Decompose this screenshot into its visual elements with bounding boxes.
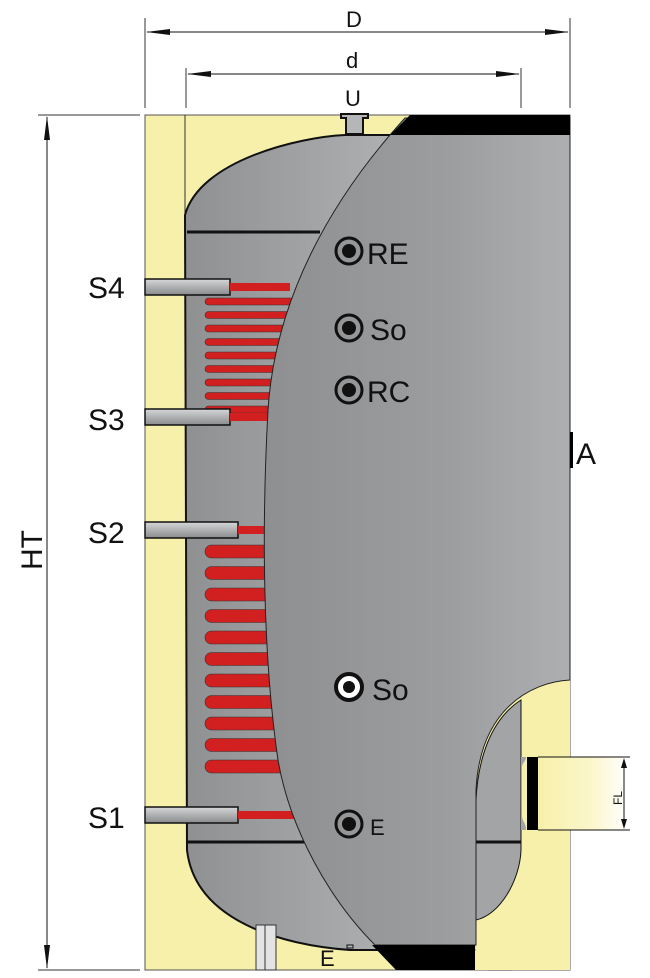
svg-text:RC: RC [367, 376, 410, 409]
svg-text:So: So [370, 314, 407, 347]
ht-label: HT [16, 530, 49, 570]
top-nozzle [340, 113, 369, 135]
bottom-e-label: E [320, 946, 335, 971]
coil-connection-pipe [144, 806, 239, 824]
coil-connection-pipe [144, 408, 231, 426]
heat-exchanger-coil [204, 297, 293, 774]
coil-stub [230, 283, 290, 291]
sensor-port-rc: RC [334, 375, 410, 409]
outer-diameter-label: D [346, 7, 362, 32]
coil-connection-pipe [144, 521, 239, 539]
svg-text:E: E [370, 815, 385, 840]
coil-turn [204, 587, 277, 602]
s2-label: S2 [88, 517, 125, 550]
coil-turn [204, 324, 289, 333]
coil-turn [204, 365, 283, 373]
top-band [390, 115, 570, 135]
coil-turn [204, 311, 291, 319]
sensor-port-re: RE [334, 236, 409, 271]
coil-turn [204, 716, 289, 731]
bottom-nozzle [346, 944, 354, 949]
bottom-band [372, 945, 475, 970]
sensor-port-e: E [334, 809, 385, 840]
svg-text:So: So [372, 674, 409, 707]
coil-turn [204, 392, 279, 400]
svg-text:RE: RE [367, 238, 409, 271]
a-label: A [576, 438, 596, 471]
coil-connection-pipe [144, 278, 231, 296]
coil-turn [204, 738, 291, 752]
coil-turn [204, 609, 279, 623]
coil-turn [204, 759, 293, 774]
coil-turn [204, 378, 281, 387]
coil-stub [230, 413, 290, 421]
inner-diameter-label: d [346, 48, 358, 73]
coil-turn [204, 630, 281, 645]
coil-turn [204, 544, 273, 559]
coil-turn [204, 338, 287, 346]
s3-label: S3 [88, 404, 125, 437]
coil-turn [204, 652, 283, 666]
s4-label: S4 [88, 272, 125, 305]
tank-cutaway [263, 117, 571, 946]
fl-label: FL [611, 791, 625, 805]
flange [527, 757, 538, 830]
coil-stub [238, 811, 298, 819]
sensor-port-so-lower: So [334, 672, 409, 707]
s1-label: S1 [88, 802, 125, 835]
coil-turn [204, 695, 287, 709]
a-marker [570, 432, 573, 468]
coil-turn [204, 566, 275, 580]
coil-turn [204, 351, 285, 360]
coil-turn [204, 297, 293, 306]
u-label: U [345, 86, 361, 111]
coil-turn [204, 673, 285, 688]
sensor-port-so-upper: So [334, 313, 407, 347]
